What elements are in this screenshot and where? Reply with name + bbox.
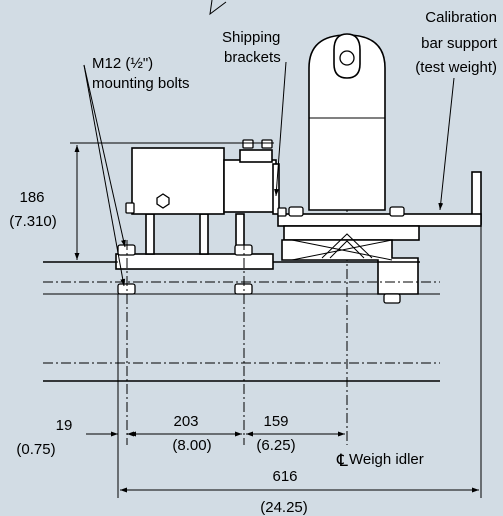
pivot-cross-2	[291, 239, 393, 261]
centerline-symbol: ℄	[336, 451, 348, 470]
mounting-plate	[115, 253, 274, 270]
pivot-triangle	[321, 233, 373, 259]
idler-shaft-hole	[339, 50, 355, 66]
overall-in-label: (24.25)	[260, 499, 308, 516]
brackets-label-line2: brackets	[224, 49, 281, 66]
bolts-label-line2: mounting bolts	[92, 75, 190, 92]
calibration-bar-plate	[277, 213, 482, 227]
bracket-bolt-2	[242, 139, 254, 149]
calibration-bolt-lower	[383, 293, 401, 304]
load-cell-cap	[239, 149, 273, 163]
support-post-1	[145, 213, 155, 255]
offset-mm-label: 19	[56, 417, 73, 434]
calibration-label-line1: Calibration	[425, 9, 497, 26]
height-in-label: (7.310)	[9, 213, 57, 230]
calibration-label-line2: bar support	[421, 35, 498, 52]
bracket-bolt-1	[125, 202, 135, 214]
bolts-label-line1: M12 (½")	[92, 55, 153, 72]
calibration-bolt-right	[389, 206, 405, 217]
brackets-leader	[274, 61, 287, 197]
bracket-bolt-4	[277, 207, 287, 217]
pivot-triangle-inner	[329, 240, 365, 259]
top-fragment-line	[209, 0, 227, 16]
bolt-spacing-in-label: (8.00)	[172, 437, 211, 454]
calibration-bolt-left	[288, 206, 304, 217]
height-mm-label: 186	[19, 189, 44, 206]
load-cell-body	[131, 147, 225, 215]
bolts-leader-1	[83, 64, 126, 248]
support-post-2	[199, 213, 209, 255]
overall-mm-label: 616	[272, 468, 297, 485]
bolts-leader-2	[83, 64, 126, 287]
brackets-label-line1: Shipping	[222, 29, 280, 46]
idler-in-label: (6.25)	[256, 437, 295, 454]
idler-mm-label: 159	[263, 413, 288, 430]
calibration-label-line3: (test weight)	[415, 59, 497, 76]
bolt-spacing-mm-label: 203	[173, 413, 198, 430]
weigh-idler-label: Weigh idler	[349, 451, 424, 468]
hex-nut-icon	[156, 193, 170, 209]
bracket-bolt-3	[261, 139, 273, 149]
calibration-leader	[438, 77, 455, 211]
load-cell-housing	[223, 159, 277, 213]
offset-in-label: (0.75)	[16, 441, 55, 458]
